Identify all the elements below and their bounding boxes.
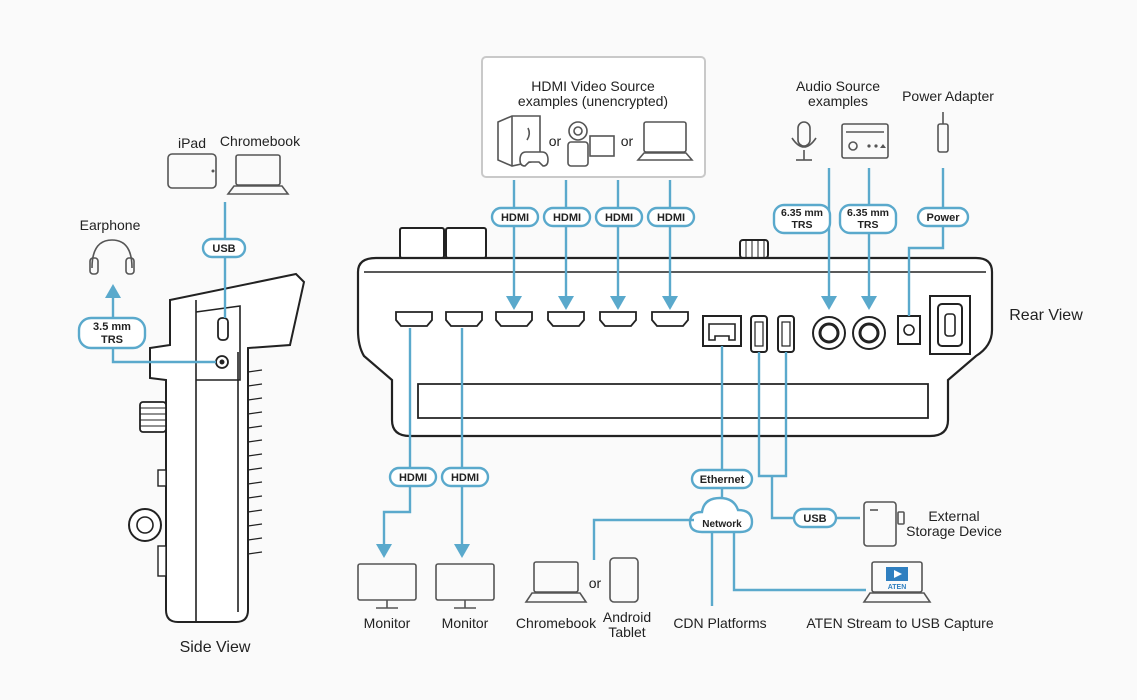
rear-hdmi-out-2 [445, 311, 483, 327]
hdmi-pill-in-2: HDMI [542, 206, 592, 228]
svg-text:6.35 mm: 6.35 mm [781, 207, 823, 219]
monitor-label-1: Monitor [364, 615, 411, 631]
svg-text:3.5 mm: 3.5 mm [93, 321, 131, 333]
storage-label-2: Storage Device [906, 523, 1002, 539]
rear-hdmi-in-4 [651, 311, 689, 327]
earphone-label: Earphone [80, 217, 141, 233]
tablet-label-1: Android [603, 609, 651, 625]
svg-text:HDMI: HDMI [399, 472, 427, 484]
audio-source-subtitle: examples [808, 93, 868, 109]
svg-text:HDMI: HDMI [451, 472, 479, 484]
camera-icon [567, 121, 615, 167]
hdmi-pill-in-1: HDMI [490, 206, 540, 228]
audio-source-title: Audio Source [796, 78, 880, 94]
monitor-label-2: Monitor [442, 615, 489, 631]
monitor-icon [357, 563, 417, 609]
hdmi-source-box [481, 56, 706, 178]
or-label-2: or [621, 133, 634, 149]
tablet-icon [609, 557, 639, 603]
svg-text:HDMI: HDMI [553, 212, 581, 224]
power-plug-icon [937, 112, 949, 153]
svg-text:HDMI: HDMI [657, 212, 685, 224]
side-chromebook-label: Chromebook [220, 133, 301, 149]
hdmi-source-subtitle: examples (unencrypted) [518, 93, 668, 109]
svg-text:HDMI: HDMI [605, 212, 633, 224]
rear-hdmi-out-1 [395, 311, 433, 327]
svg-text:Ethernet: Ethernet [700, 474, 745, 486]
power-adapter-label: Power Adapter [902, 88, 994, 104]
chromebook-output-label: Chromebook [516, 615, 597, 631]
cloud-icon: Network [688, 496, 754, 534]
svg-text:USB: USB [803, 513, 826, 525]
svg-text:HDMI: HDMI [501, 212, 529, 224]
rear-hdmi-in-3 [599, 311, 637, 327]
trs-pill-side: 3.5 mm TRS [77, 316, 147, 350]
svg-text:USB: USB [212, 243, 235, 255]
side-usb-port [217, 317, 229, 341]
hdmi-pill-in-4: HDMI [646, 206, 696, 228]
ipad-label: iPad [178, 135, 206, 151]
network-label: Network [702, 519, 742, 530]
rear-view-device [356, 227, 994, 438]
or-label-1: or [549, 133, 562, 149]
side-view-label: Side View [180, 639, 251, 656]
hdmi-pill-in-3: HDMI [594, 206, 644, 228]
svg-text:TRS: TRS [858, 219, 879, 231]
svg-text:TRS: TRS [792, 219, 813, 231]
microphone-icon [791, 121, 817, 161]
gamepad-icon [519, 151, 549, 167]
or-label-3: or [589, 575, 602, 591]
headphones-icon [89, 239, 135, 275]
usb-pill-storage: USB [792, 507, 838, 529]
hdmi-pill-out-2: HDMI [440, 466, 490, 488]
usb-pill-side: USB [201, 237, 247, 259]
rear-hdmi-in-2 [547, 311, 585, 327]
side-laptop-icon [226, 154, 290, 195]
tablet-label-2: Tablet [608, 624, 645, 640]
capture-logo: ATEN [888, 584, 907, 591]
svg-text:6.35 mm: 6.35 mm [847, 207, 889, 219]
ipad-icon [167, 153, 217, 189]
svg-text:TRS: TRS [101, 334, 123, 346]
laptop-icon-chromebook [524, 561, 588, 603]
capture-label: ATEN Stream to USB Capture [806, 615, 993, 631]
usb-drive-icon [863, 501, 905, 547]
svg-text:Power: Power [926, 212, 960, 224]
rear-hdmi-in-1 [495, 311, 533, 327]
laptop-icon [636, 121, 694, 161]
side-view-device [128, 272, 306, 623]
power-pill: Power [916, 206, 970, 228]
rear-view-label: Rear View [1009, 307, 1083, 324]
storage-label-1: External [928, 508, 979, 524]
radio-icon [841, 123, 889, 159]
hdmi-source-title: HDMI Video Source [531, 78, 655, 94]
hdmi-pill-out-1: HDMI [388, 466, 438, 488]
capture-laptop-icon: ATEN [862, 561, 932, 603]
ethernet-pill: Ethernet [690, 468, 754, 490]
cdn-label: CDN Platforms [673, 615, 766, 631]
monitor-icon-2 [435, 563, 495, 609]
